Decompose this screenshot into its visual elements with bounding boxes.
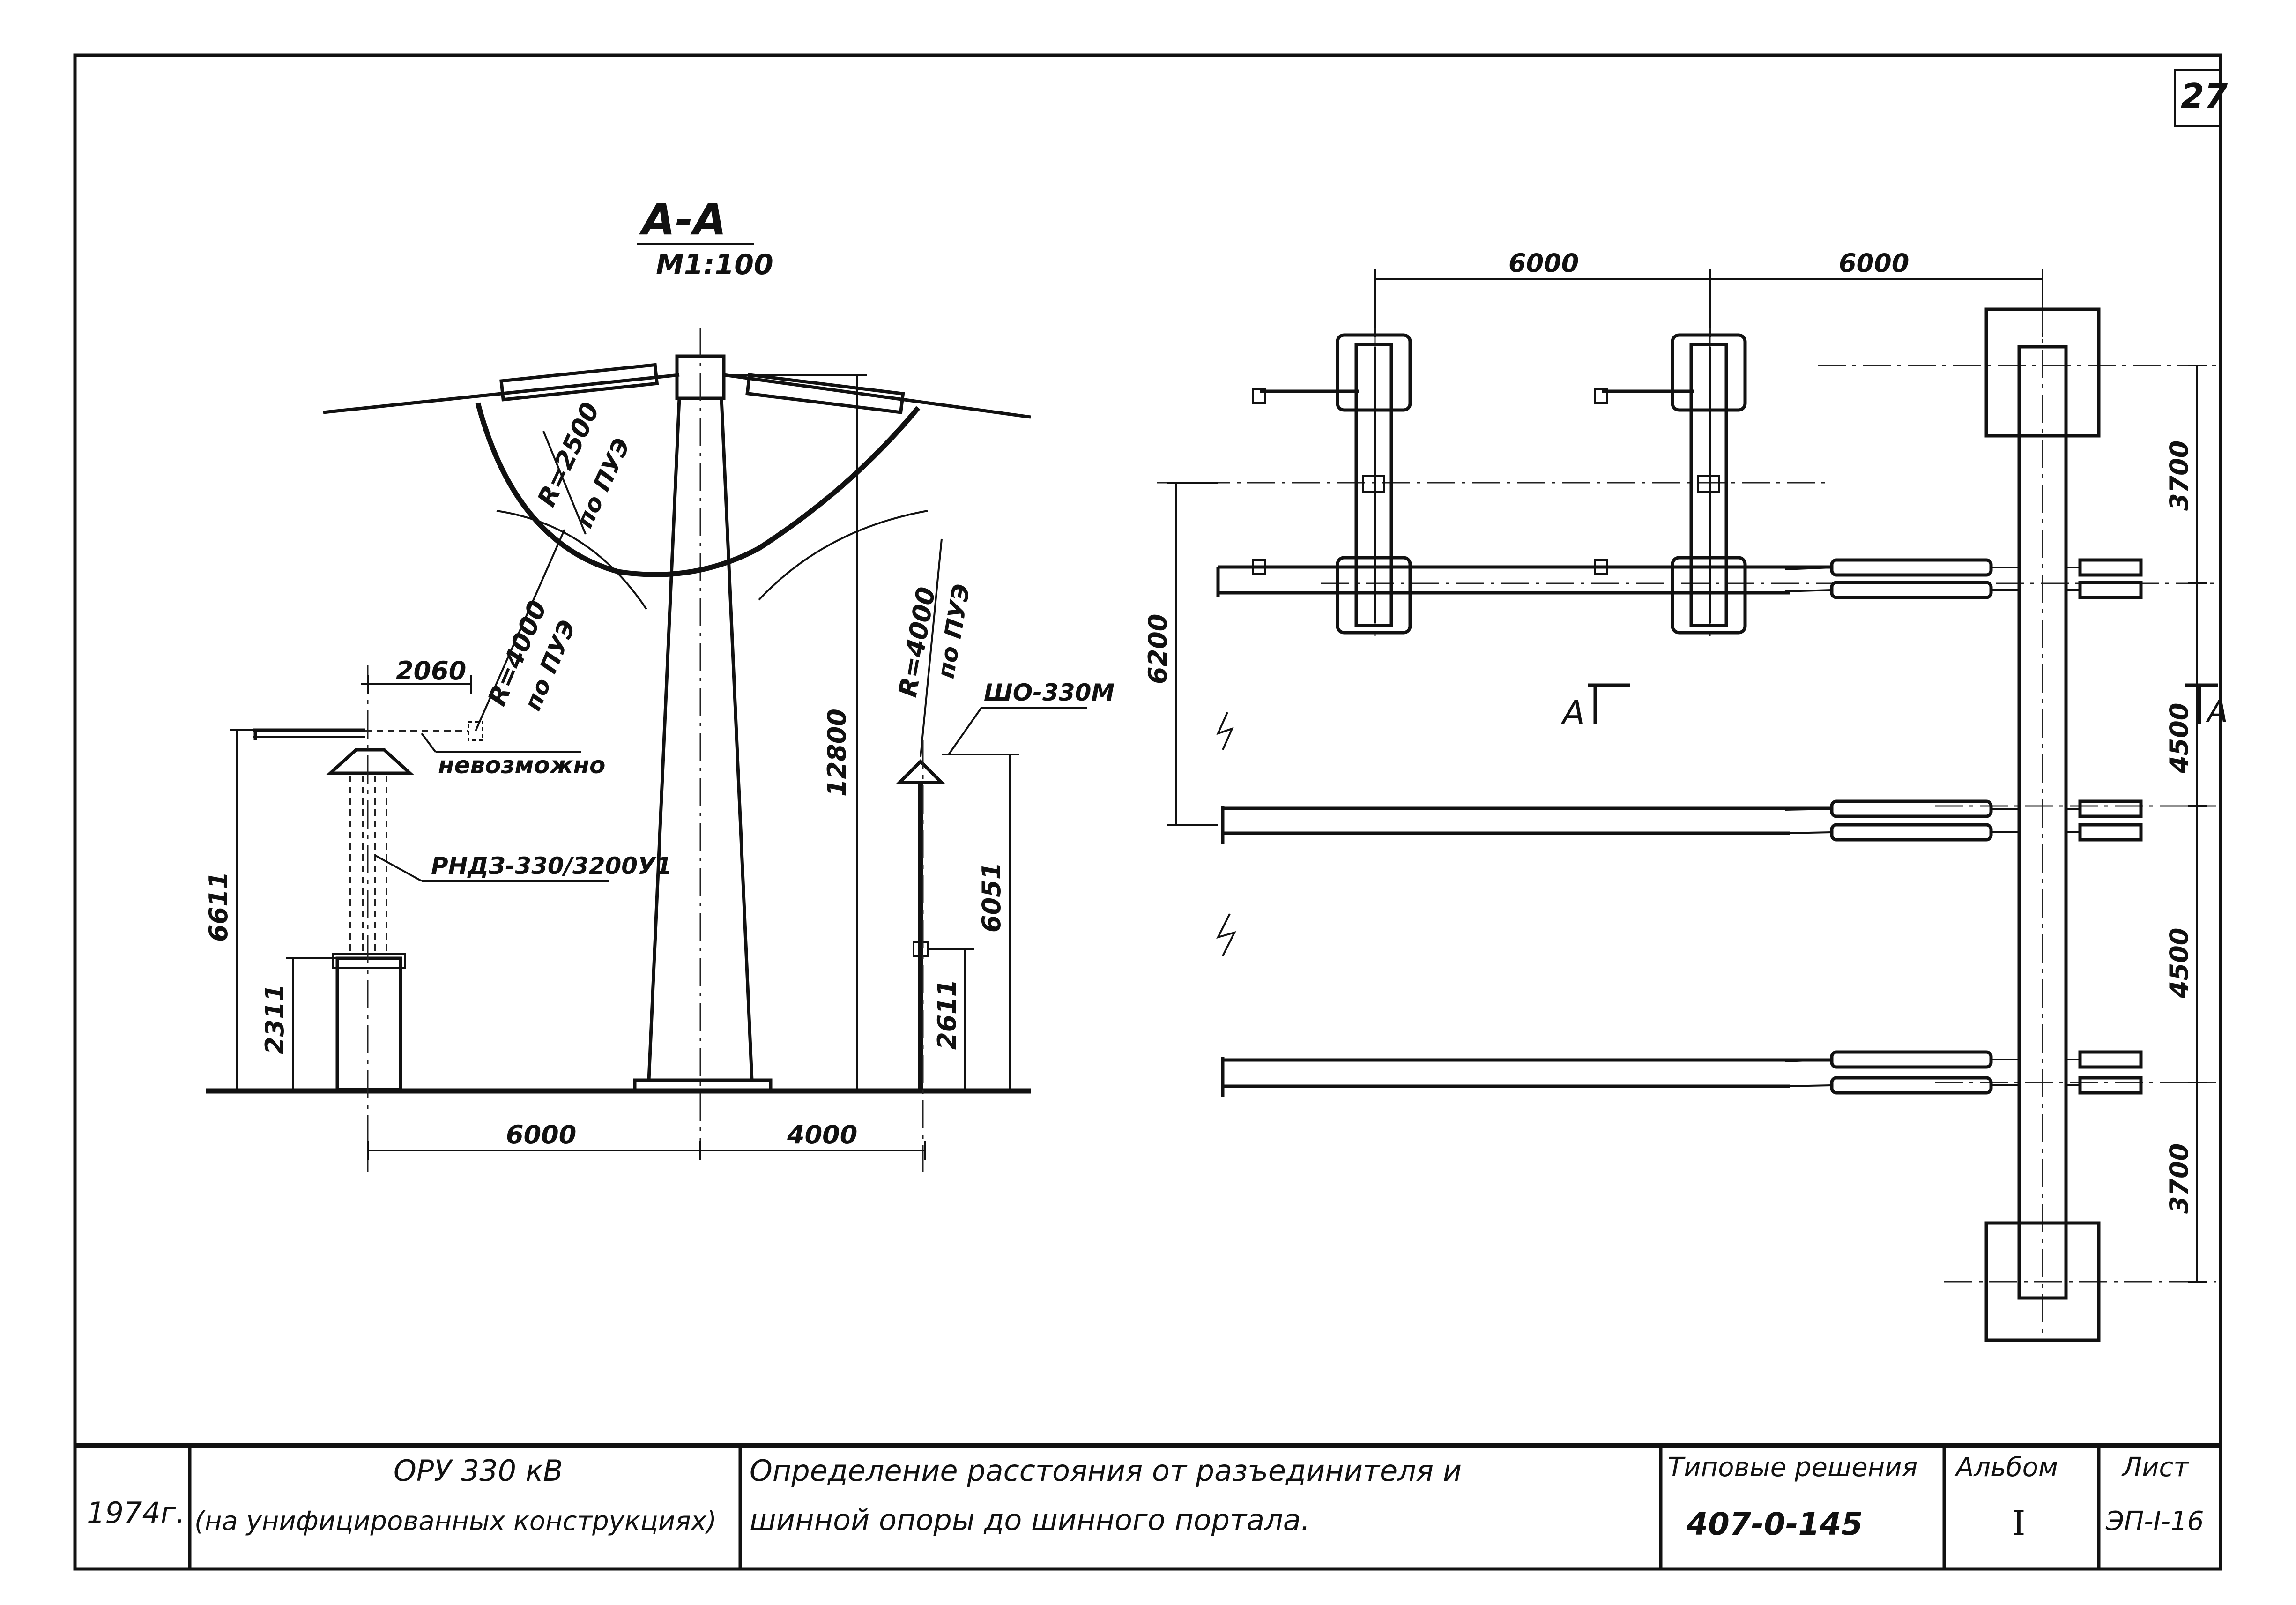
title-series-header: Типовые решения bbox=[1668, 1452, 1917, 1483]
support-label: ШО-330М bbox=[984, 679, 1115, 706]
title-year: 1974г. bbox=[87, 1496, 185, 1530]
title-project-line1: ОРУ 330 кВ bbox=[394, 1454, 563, 1488]
dim-6611: 6611 bbox=[204, 872, 233, 942]
title-sheet-value: ЭП-I-16 bbox=[2105, 1506, 2204, 1537]
dim-bottom-4000: 4000 bbox=[787, 1120, 857, 1150]
disconnector bbox=[253, 665, 483, 1172]
drop-conductor bbox=[475, 402, 921, 577]
bus-row-3 bbox=[1221, 1050, 2143, 1097]
title-series-value: 407-0-145 bbox=[1686, 1506, 1863, 1542]
clearance-arc-right bbox=[758, 510, 928, 601]
clearance-arc-left bbox=[496, 510, 647, 610]
title-album-header: Альбом bbox=[1954, 1452, 2058, 1483]
impossible-label: невозможно bbox=[438, 752, 605, 779]
section-mark-left: A bbox=[1560, 694, 1585, 732]
dim-bottom-6000: 6000 bbox=[506, 1120, 576, 1150]
section-mark-right: A bbox=[2206, 694, 2228, 729]
dim-2611: 2611 bbox=[932, 979, 962, 1050]
title-project-line2: (на унифицированных конструкциях) bbox=[194, 1506, 717, 1537]
portal-tower bbox=[633, 328, 773, 1143]
bus-row-1 bbox=[1216, 558, 2143, 599]
dim-4500-b: 4500 bbox=[2164, 928, 2194, 999]
sheet-corner-number: 27 bbox=[2181, 76, 2228, 116]
dim-2311: 2311 bbox=[260, 984, 290, 1054]
dim-6051: 6051 bbox=[977, 862, 1006, 933]
dim-4500-a: 4500 bbox=[2164, 703, 2194, 774]
radius-4000-right-label: R=4000 bbox=[893, 585, 941, 699]
dim-2060: 2060 bbox=[396, 656, 466, 686]
plan-disconnector-left bbox=[1252, 333, 1412, 635]
disconnector-label: РНДЗ-330/3200У1 bbox=[431, 852, 672, 880]
dim-top-6000-right: 6000 bbox=[1839, 248, 1909, 278]
dim-6200: 6200 bbox=[1143, 614, 1173, 684]
title-sheet-header: Лист bbox=[2121, 1452, 2189, 1483]
title-description-line1: Определение расстояния от разъединителя … bbox=[750, 1454, 1462, 1488]
portal-beam-plan bbox=[1984, 307, 2101, 1342]
break-mark-1 bbox=[1216, 712, 1234, 750]
dim-3700-top: 3700 bbox=[2164, 440, 2194, 511]
section-scale: M1:100 bbox=[656, 248, 773, 281]
strain-conductors bbox=[323, 363, 1031, 419]
plan-disconnector-right bbox=[1594, 333, 1747, 635]
sheet-frame: 27 bbox=[73, 53, 2228, 1571]
section-title: A-A bbox=[639, 194, 727, 245]
break-mark-2 bbox=[1216, 913, 1236, 956]
title-description-line2: шинной опоры до шинного портала. bbox=[750, 1503, 1310, 1537]
dim-3700-bottom: 3700 bbox=[2164, 1143, 2194, 1214]
bus-row-2 bbox=[1221, 799, 2143, 844]
title-block: 1974г. ОРУ 330 кВ (на унифицированных ко… bbox=[75, 1443, 2221, 1569]
dim-top-6000-left: 6000 bbox=[1508, 248, 1579, 278]
section-a-a-view: A-A M1:100 R=2500 по ПУЭ R=40 bbox=[204, 194, 1115, 1172]
title-album-value: I bbox=[2012, 1503, 2025, 1543]
busbar-support: ШО-330М bbox=[895, 679, 1115, 1172]
plan-view: 6000 6000 bbox=[1143, 248, 2228, 1342]
dim-12800: 12800 bbox=[822, 709, 852, 797]
